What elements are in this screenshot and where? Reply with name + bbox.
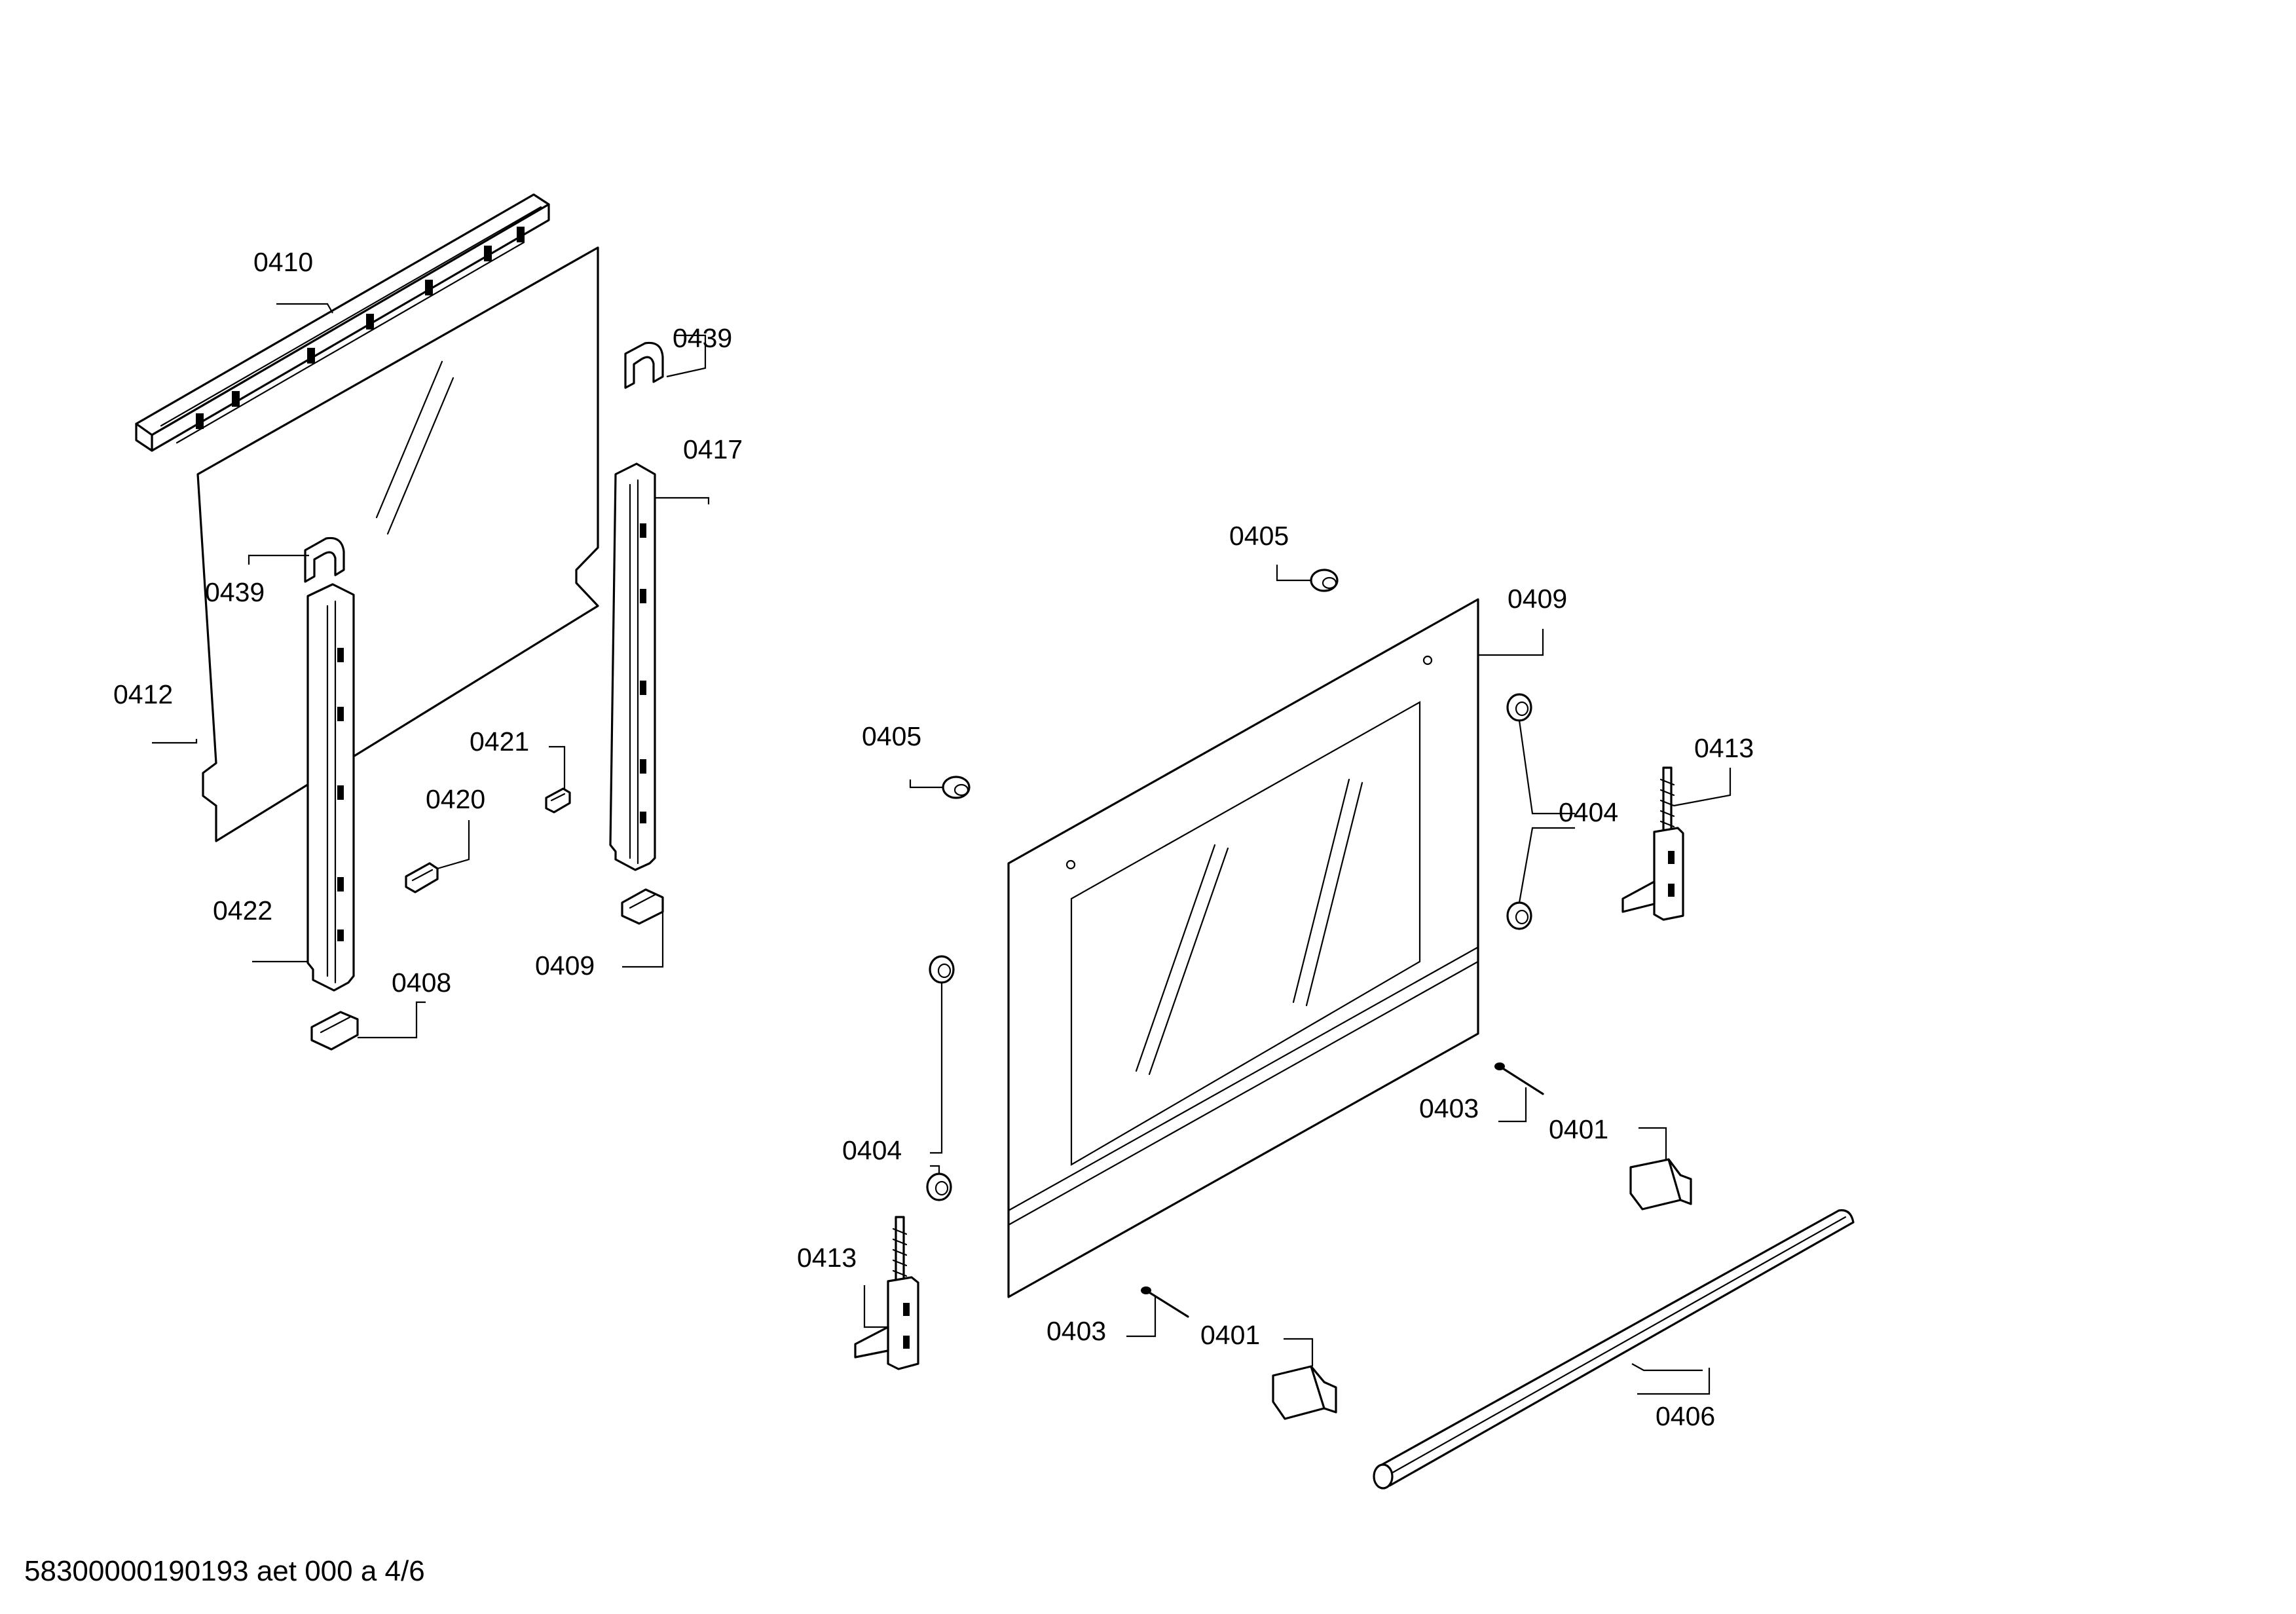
drawing-id: 58300000190193 aet 000 a 4/6 [24,1555,425,1587]
part-0413-hinge-right [1621,766,1684,921]
callout-0412: 0412 [113,679,173,709]
part-0409-door-panel [1007,598,1479,1298]
part-0406-handle-bar [1373,1209,1855,1490]
callout-0405-left: 0405 [862,721,921,751]
callout-labels: 0410 0439 0417 0439 0412 0421 0420 0422 … [113,247,1754,1431]
callout-0439-upper: 0439 [673,323,732,353]
callout-0420: 0420 [426,784,485,814]
callout-0409-door: 0409 [1508,584,1567,614]
part-0421-clip [545,787,571,814]
callout-0413-right: 0413 [1694,733,1754,763]
part-0401-end-cap-left [1272,1365,1337,1420]
callout-0422: 0422 [213,895,272,926]
callout-0401-right: 0401 [1549,1114,1608,1144]
part-0401-end-cap-right [1629,1158,1692,1210]
callout-0403-left: 0403 [1046,1316,1106,1346]
leader-lines [152,303,1731,1395]
callout-0417: 0417 [683,434,743,464]
part-0420-clip [405,862,439,893]
callout-0439-lower: 0439 [205,577,265,607]
part-0403-screw-left [1141,1286,1189,1318]
callout-0405-upper: 0405 [1229,521,1289,551]
part-0439-clip-upper [624,341,664,389]
part-0412-glass-pane [196,246,599,842]
part-0408-bracket [310,1011,359,1051]
part-0409-bracket-left [621,888,664,925]
part-0404-spacer-left-top [929,955,955,984]
part-0404-spacer-right-bottom [1506,901,1532,930]
callout-0421: 0421 [470,726,529,757]
part-0405-bumper-left [942,776,971,799]
callout-0406: 0406 [1656,1401,1715,1431]
part-0404-spacer-left-bottom [926,1173,952,1201]
part-0410-top-trim [135,193,550,452]
callout-0404-right: 0404 [1559,797,1618,827]
part-0405-bumper-upper [1310,569,1339,592]
part-0404-spacer-right-top [1506,693,1532,722]
part-0439-clip-lower [304,536,345,583]
part-0417-right-frame [609,462,656,871]
callout-0408: 0408 [392,967,451,998]
callout-0404-left: 0404 [842,1135,902,1165]
callout-0401-left: 0401 [1200,1320,1260,1350]
callout-0410: 0410 [253,247,313,277]
callout-0413-left: 0413 [797,1243,857,1273]
part-0413-hinge-left [854,1216,919,1370]
part-0422-left-frame [306,583,355,992]
callout-0403-right: 0403 [1419,1093,1479,1123]
part-0403-screw-right [1494,1062,1544,1095]
callout-0409-left: 0409 [535,950,595,981]
